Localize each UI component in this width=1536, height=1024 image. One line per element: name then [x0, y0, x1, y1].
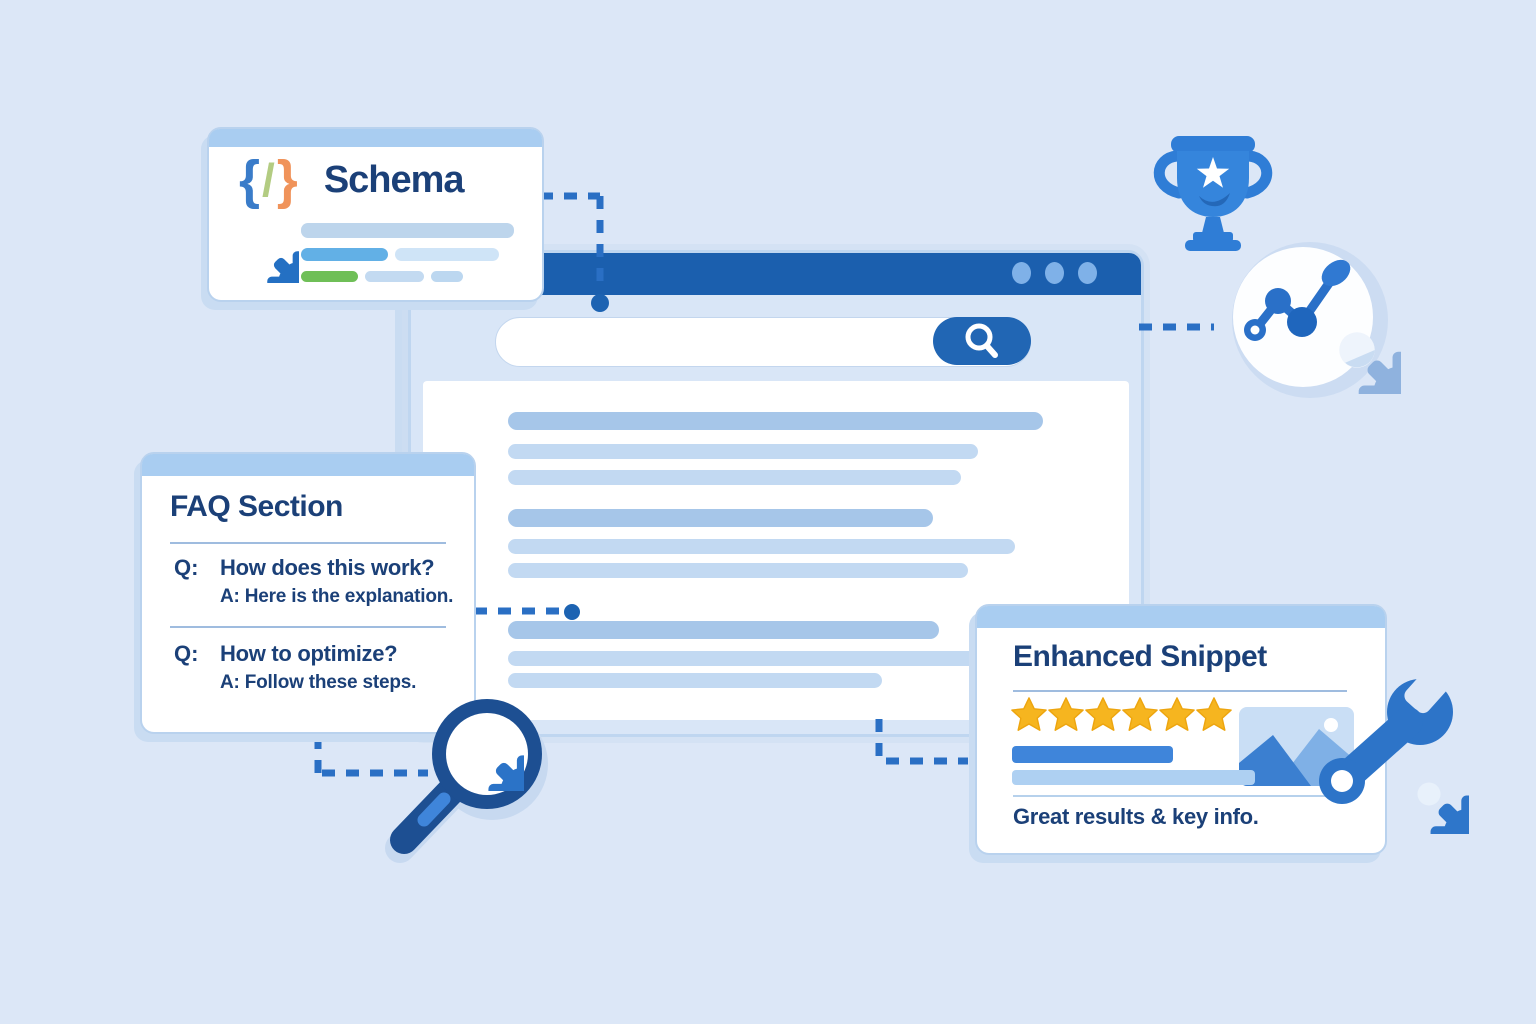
trophy-icon	[1153, 136, 1273, 251]
gear-icon	[256, 240, 299, 283]
schema-skeleton-segment	[431, 271, 463, 282]
connector-endpoint-dot	[564, 604, 580, 620]
faq-card-title: FAQ Section	[170, 490, 343, 523]
schema-skeleton-row	[301, 271, 514, 282]
star-icon	[1121, 695, 1159, 735]
code-braces-icon: {	[239, 150, 261, 210]
result-skeleton-line	[508, 539, 1015, 554]
result-skeleton-line	[508, 621, 939, 639]
schema-icon-row: { / } Schema	[239, 150, 465, 210]
result-skeleton-line	[508, 412, 1043, 430]
faq-answer: A: Here is the explanation.	[220, 586, 454, 607]
faq-card: FAQ Section Q: How does this work? A: He…	[140, 452, 476, 734]
snippet-card-title: Enhanced Snippet	[1013, 640, 1267, 673]
snippet-skeleton-line	[1012, 746, 1173, 763]
schema-skeleton-segment	[395, 248, 499, 261]
result-skeleton-line	[508, 470, 961, 485]
gear-icon	[1417, 782, 1500, 860]
divider	[1013, 795, 1345, 797]
card-connector-strip	[395, 297, 409, 457]
window-dots	[1012, 262, 1097, 284]
wrench-gear-group	[1319, 666, 1500, 860]
schema-skeleton-segment	[365, 271, 424, 282]
star-icon	[1047, 695, 1085, 735]
window-dot	[1078, 262, 1097, 284]
search-input[interactable]	[495, 317, 1031, 367]
divider	[1013, 690, 1347, 692]
snippet-skeleton-line	[1012, 770, 1255, 785]
wrench-icon	[1319, 666, 1453, 804]
search-icon	[965, 323, 998, 358]
result-skeleton-line	[508, 444, 978, 459]
schema-skeleton-segment	[301, 271, 358, 282]
result-skeleton-line	[508, 563, 968, 578]
gear-icon	[1339, 332, 1405, 412]
connector-schema-to-browser	[540, 192, 604, 290]
schema-skeleton-row	[301, 248, 514, 261]
star-icon	[1010, 695, 1048, 735]
magnifier-gear-icon	[385, 699, 548, 863]
faq-question: How to optimize?	[220, 641, 398, 666]
schema-card-header	[209, 129, 542, 147]
schema-card: { / } Schema	[207, 127, 544, 302]
snippet-card: Enhanced Snippet Great results & key inf…	[975, 604, 1387, 855]
analytics-badge	[1232, 242, 1405, 412]
star-icon	[1195, 695, 1233, 735]
faq-q-label: Q:	[174, 641, 199, 666]
search-button[interactable]	[933, 317, 1031, 365]
connector-browser-to-snippet	[875, 719, 968, 765]
window-dot	[1045, 262, 1064, 284]
schema-skeleton-segment	[301, 223, 514, 238]
schema-skeleton-row	[301, 223, 514, 238]
divider	[170, 542, 446, 544]
schema-skeleton-rows	[301, 223, 514, 292]
faq-q-label: Q:	[174, 555, 199, 580]
star-icon	[1158, 695, 1196, 735]
code-braces-icon: }	[276, 150, 298, 210]
faq-card-header	[142, 454, 474, 476]
result-skeleton-line	[508, 673, 882, 688]
star-icon	[1084, 695, 1122, 735]
star-rating	[1010, 695, 1232, 735]
connector-endpoint-dot	[591, 294, 609, 312]
code-slash-icon: /	[262, 154, 275, 206]
line-chart-icon	[1244, 259, 1351, 341]
result-skeleton-line	[508, 509, 933, 527]
connector-faq-to-magnifier	[314, 736, 428, 777]
faq-answer: A: Follow these steps.	[220, 672, 417, 693]
window-dot	[1012, 262, 1031, 284]
snippet-caption: Great results & key info.	[1013, 804, 1259, 829]
faq-question: How does this work?	[220, 555, 435, 580]
schema-skeleton-segment	[301, 248, 388, 261]
result-skeleton-line	[508, 651, 987, 666]
snippet-card-header	[977, 606, 1385, 628]
schema-card-title: Schema	[323, 158, 465, 201]
divider	[170, 626, 446, 628]
